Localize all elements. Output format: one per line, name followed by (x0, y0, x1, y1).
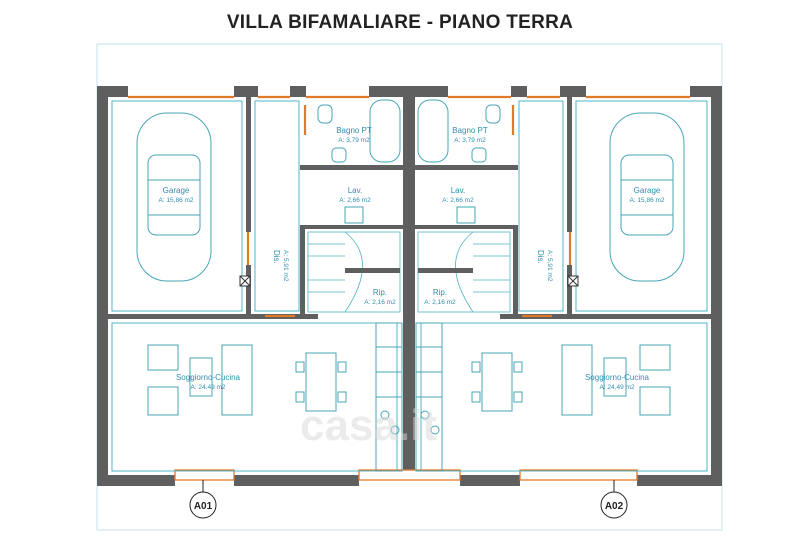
lav-right-name: Lav. (451, 186, 466, 195)
lav-left-name: Lav. (348, 186, 363, 195)
living-right-area: A: 24,49 m2 (599, 384, 634, 391)
living-right-name: Soggiorno-Cucina (585, 373, 650, 382)
plan-title: VILLA BIFAMALIARE - PIANO TERRA (226, 12, 574, 33)
dis-left-area: A: 5,91 m2 (282, 250, 289, 282)
tag-a02-label: A02 (605, 501, 624, 512)
shafts (239, 275, 579, 287)
rip-right-name: Rip. (433, 288, 447, 297)
kitchen-counters (375, 322, 443, 472)
bath-left-area: A: 3,79 m2 (338, 137, 370, 144)
dis-right-area: A: 5,91 m2 (546, 250, 553, 282)
lav-left-area: A: 2,66 m2 (339, 197, 371, 204)
dis-left-name: Dis. (272, 250, 281, 264)
living-left-area: A: 24,49 m2 (190, 384, 225, 391)
living-furniture (147, 344, 671, 416)
rip-right-area: A: 2,16 m2 (424, 299, 456, 306)
tag-a02 (600, 491, 628, 519)
exterior-walls (97, 86, 722, 486)
car-right (609, 112, 685, 282)
bath-left-name: Bagno PT (336, 126, 372, 135)
living-left-name: Soggiorno-Cucina (176, 373, 241, 382)
garage-right-name: Garage (634, 186, 661, 195)
bath-fixtures (317, 99, 501, 224)
garage-left-name: Garage (163, 186, 190, 195)
bath-right-name: Bagno PT (452, 126, 488, 135)
unit-tags: A01 A02 (189, 480, 628, 519)
watermark: casa.it (300, 401, 437, 450)
rip-left-name: Rip. (373, 288, 387, 297)
room-labels: Garage A: 15,86 m2 Bagno PT A: 3,79 m2 L… (158, 126, 664, 391)
garage-right-area: A: 15,86 m2 (629, 197, 664, 204)
tag-a01 (189, 491, 217, 519)
rip-left-area: A: 2,16 m2 (364, 299, 396, 306)
garage-left-area: A: 15,86 m2 (158, 197, 193, 204)
openings (128, 95, 690, 481)
stairs (307, 231, 511, 313)
lav-right-area: A: 2,66 m2 (442, 197, 474, 204)
bath-right-area: A: 3,79 m2 (454, 137, 486, 144)
interior-walls (108, 97, 711, 319)
dis-right-name: Dis. (536, 250, 545, 264)
car-left (136, 112, 212, 282)
tag-a01-label: A01 (194, 501, 213, 512)
